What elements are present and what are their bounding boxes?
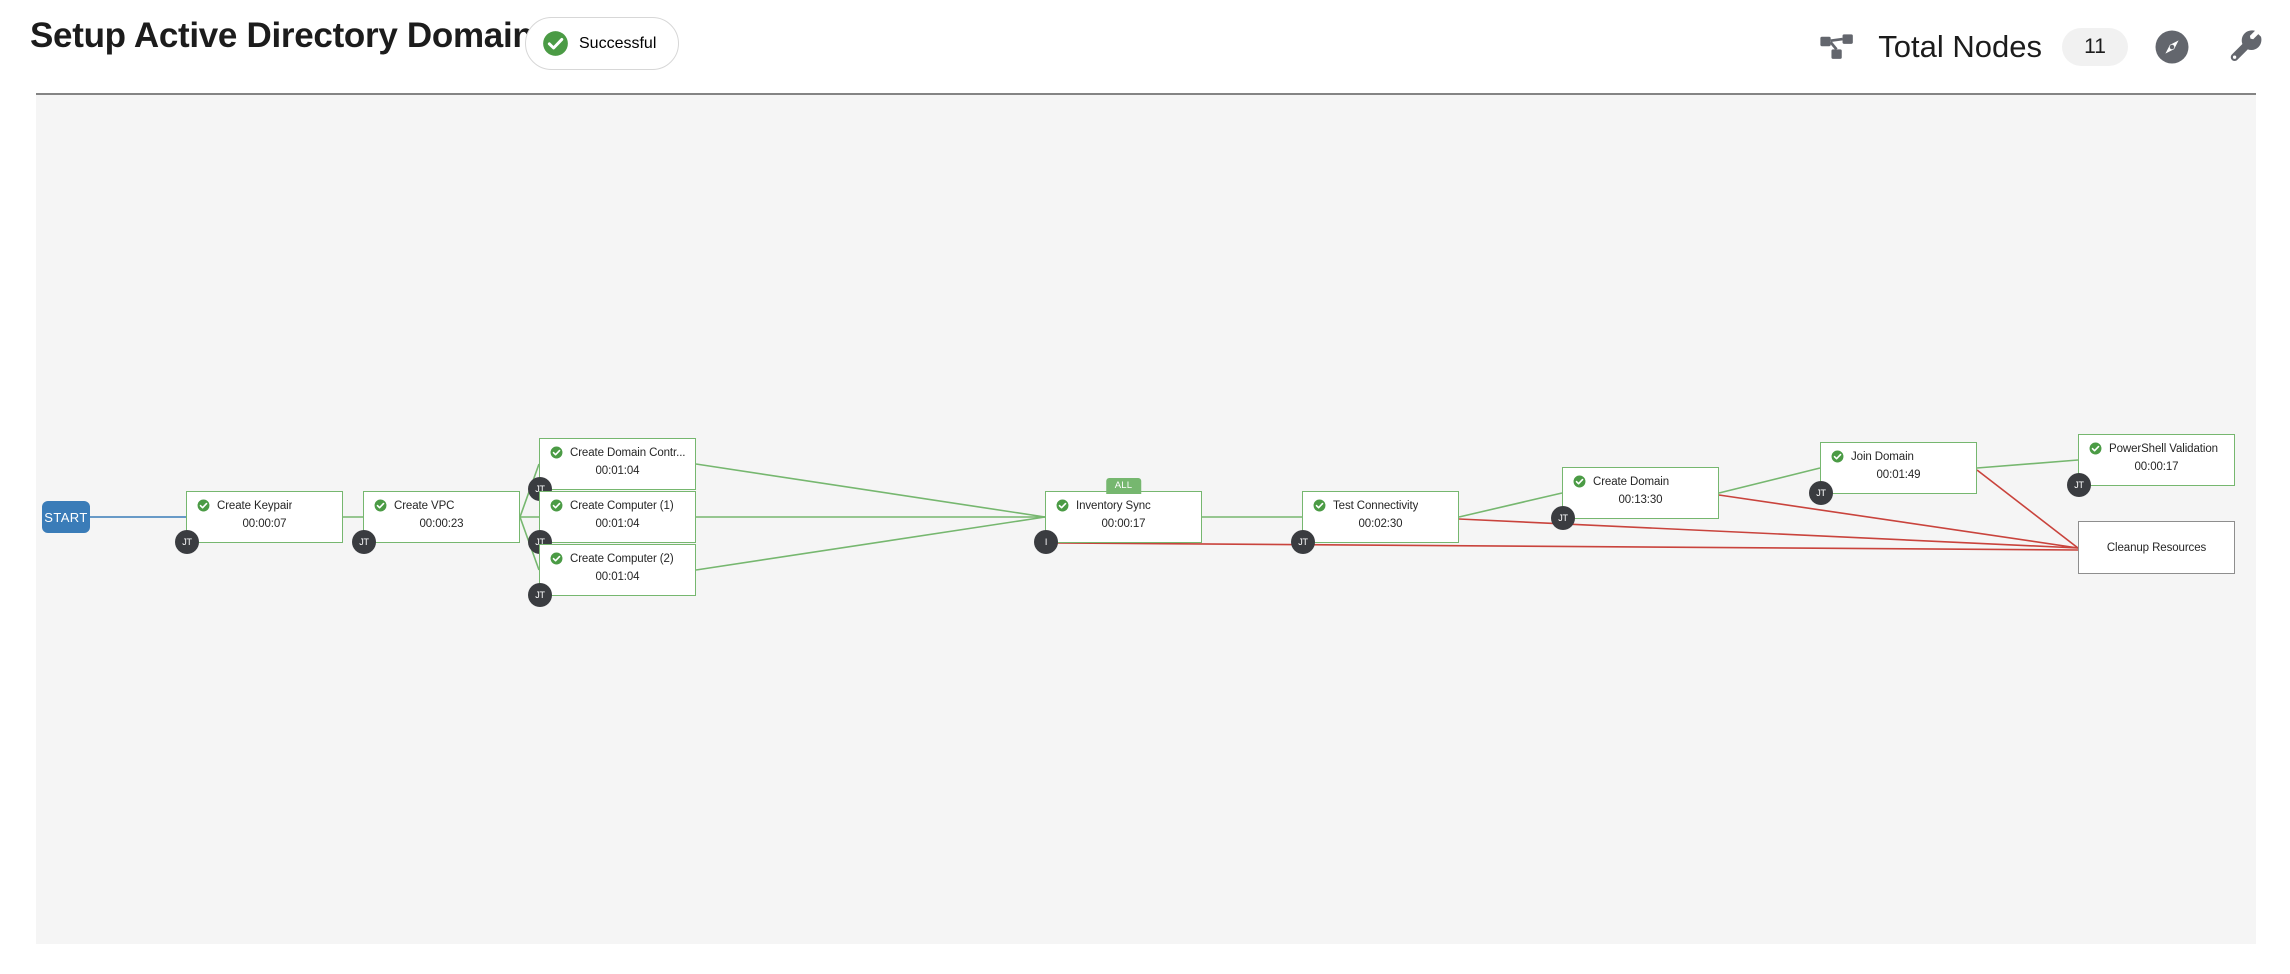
graph-node-cleanup-resources[interactable]: Cleanup Resources — [2078, 521, 2235, 574]
node-elapsed: 00:00:17 — [2134, 461, 2179, 473]
check-circle-icon — [550, 499, 563, 512]
node-title-row: Create Domain — [1563, 468, 1718, 488]
status-badge: Successful — [525, 17, 680, 70]
edge-test-connectivity-to-create-domain — [1458, 492, 1563, 518]
node-type-badge[interactable]: I — [1034, 530, 1058, 554]
node-title-row: PowerShell Validation — [2079, 435, 2234, 455]
node-title: Create Domain — [1593, 475, 1670, 488]
node-elapsed: 00:00:23 — [419, 518, 464, 530]
page-title: Setup Active Directory Domain — [30, 16, 534, 55]
header-actions: Total Nodes 11 — [1818, 0, 2264, 94]
node-title-row: Create Computer (1) — [540, 492, 695, 512]
node-type-badge[interactable]: JT — [1551, 506, 1575, 530]
node-type-badge[interactable]: JT — [2067, 473, 2091, 497]
app-header: Setup Active Directory Domain Successful… — [0, 0, 2290, 94]
node-title: Cleanup Resources — [2106, 542, 2207, 554]
node-elapsed: 00:01:04 — [595, 571, 640, 583]
edge-domain-controller-to-inventory-sync — [695, 463, 1046, 518]
edge-inventory-sync-failure-to-cleanup — [1056, 542, 2079, 551]
edge-create-domain-to-join-domain — [1718, 467, 1821, 494]
check-circle-icon — [1573, 475, 1586, 488]
node-title-row: Create Domain Contr... — [540, 439, 695, 459]
sitemap-icon[interactable] — [1818, 28, 1856, 66]
check-circle-icon — [550, 446, 563, 459]
node-elapsed: 00:13:30 — [1618, 494, 1663, 506]
node-type-badge[interactable]: JT — [352, 530, 376, 554]
header-divider — [36, 93, 2256, 95]
status-badge-label: Successful — [579, 34, 657, 52]
wrench-icon[interactable] — [2228, 29, 2264, 65]
check-circle-icon — [2089, 442, 2102, 455]
edge-join-domain-to-powershell-validation — [1976, 459, 2079, 469]
edge-computer-2-to-inventory-sync — [695, 516, 1046, 571]
node-type-badge[interactable]: JT — [175, 530, 199, 554]
check-circle-icon — [543, 31, 568, 56]
node-type-badge[interactable]: JT — [1291, 530, 1315, 554]
node-elapsed: 00:01:49 — [1876, 469, 1921, 481]
node-title-row: Join Domain — [1821, 443, 1976, 463]
node-elapsed: 00:01:04 — [595, 465, 640, 477]
node-title: Create VPC — [394, 499, 455, 512]
edge-join-domain-failure-to-cleanup — [1976, 469, 2079, 549]
check-circle-icon — [1313, 499, 1326, 512]
node-title: Inventory Sync — [1076, 499, 1151, 512]
node-title: PowerShell Validation — [2109, 442, 2218, 455]
edge-create-domain-failure-to-cleanup — [1718, 494, 2079, 549]
check-circle-icon — [374, 499, 387, 512]
node-elapsed: 00:00:17 — [1101, 518, 1146, 530]
node-type-badge[interactable]: JT — [1809, 481, 1833, 505]
check-circle-icon — [550, 552, 563, 565]
node-elapsed: 00:01:04 — [595, 518, 640, 530]
node-title: Create Computer (2) — [570, 552, 674, 565]
check-circle-icon — [1831, 450, 1844, 463]
node-title-row: Create Keypair — [187, 492, 342, 512]
node-scope-tag: ALL — [1105, 478, 1142, 494]
node-title: Join Domain — [1851, 450, 1914, 463]
total-nodes-count-badge: 11 — [2062, 28, 2128, 66]
node-title: Create Domain Contr... — [570, 446, 686, 459]
node-title-row: Test Connectivity — [1303, 492, 1458, 512]
node-title-row: Create VPC — [364, 492, 519, 512]
node-title-row: Inventory Sync — [1046, 492, 1201, 512]
node-elapsed: 00:02:30 — [1358, 518, 1403, 530]
check-circle-icon — [197, 499, 210, 512]
node-title-row: Create Computer (2) — [540, 545, 695, 565]
node-elapsed: 00:00:07 — [242, 518, 287, 530]
compass-icon[interactable] — [2154, 29, 2190, 65]
node-type-badge[interactable]: JT — [528, 583, 552, 607]
check-circle-icon — [1056, 499, 1069, 512]
node-title: Test Connectivity — [1333, 499, 1419, 512]
graph-edge-layer — [90, 459, 2079, 571]
node-title: Create Computer (1) — [570, 499, 674, 512]
start-node[interactable]: START — [42, 501, 90, 533]
node-title: Create Keypair — [217, 499, 293, 512]
total-nodes-label: Total Nodes — [1878, 29, 2042, 64]
